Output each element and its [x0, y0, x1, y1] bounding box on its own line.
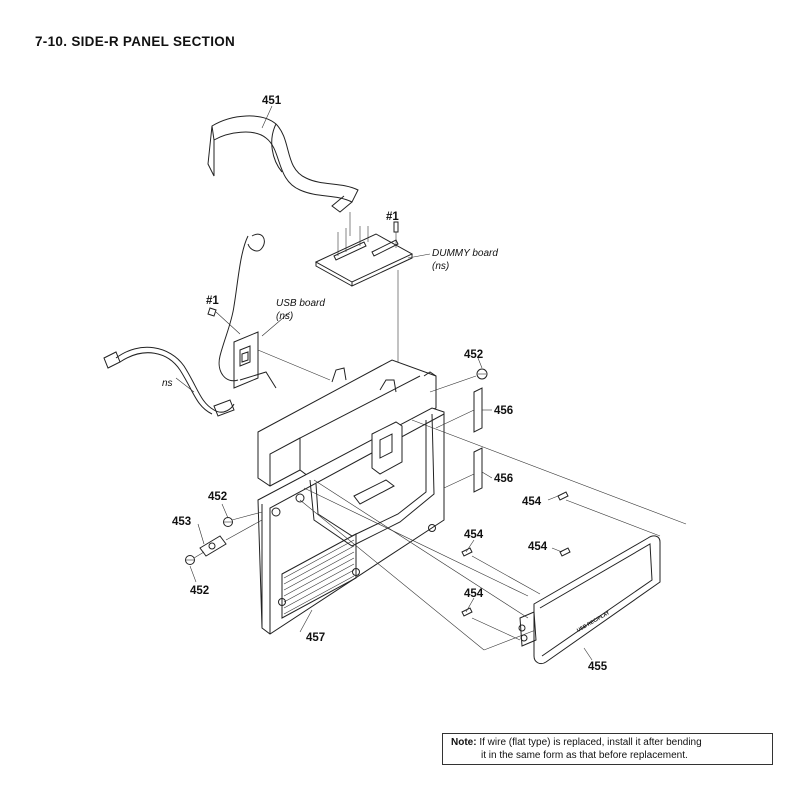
label-453: 453: [172, 516, 191, 528]
label-454-right-top: 454: [522, 496, 542, 508]
usb-board: [207, 307, 331, 389]
label-452-left-lower: 452: [190, 585, 209, 597]
label-454-right-mid: 454: [528, 541, 548, 553]
label-451: 451: [262, 95, 282, 107]
note-label: Note:: [451, 737, 477, 748]
label-screw-1-usb: #1: [206, 295, 219, 307]
label-454-left-lower: 454: [464, 588, 484, 600]
label-455: 455: [588, 661, 608, 673]
label-usb-board-ns: (ns): [276, 311, 293, 322]
wire-harness: [103, 233, 277, 417]
label-dummy-board-ns: (ns): [432, 261, 449, 272]
flat-cable: [207, 115, 359, 236]
page-title: 7-10. SIDE-R PANEL SECTION: [35, 34, 236, 49]
label-usb-board: USB board: [276, 298, 325, 309]
dummy-board: [314, 221, 414, 390]
label-454-left-upper: 454: [464, 529, 484, 541]
screws: [185, 368, 488, 565]
label-screw-1-dummy: #1: [386, 211, 399, 223]
note-line-1: If wire (flat type) is replaced, install…: [479, 737, 702, 748]
replacement-note: Note: If wire (flat type) is replaced, i…: [442, 733, 773, 765]
chassis-panel: [257, 359, 445, 635]
label-457: 457: [306, 632, 325, 644]
leader-lines: [175, 105, 593, 661]
note-line-2: it in the same form as that before repla…: [481, 750, 688, 761]
label-452-left-upper: 452: [208, 491, 227, 503]
side-panel: USB REC/PLAY: [518, 535, 661, 665]
label-452-top: 452: [464, 349, 483, 361]
label-456-lower: 456: [494, 473, 513, 485]
label-dummy-board: DUMMY board: [432, 248, 498, 259]
label-456-upper: 456: [494, 405, 513, 417]
assembly-guide-lines: [299, 419, 687, 651]
label-wire-ns: ns: [162, 378, 173, 389]
tape-pieces: [435, 387, 483, 493]
